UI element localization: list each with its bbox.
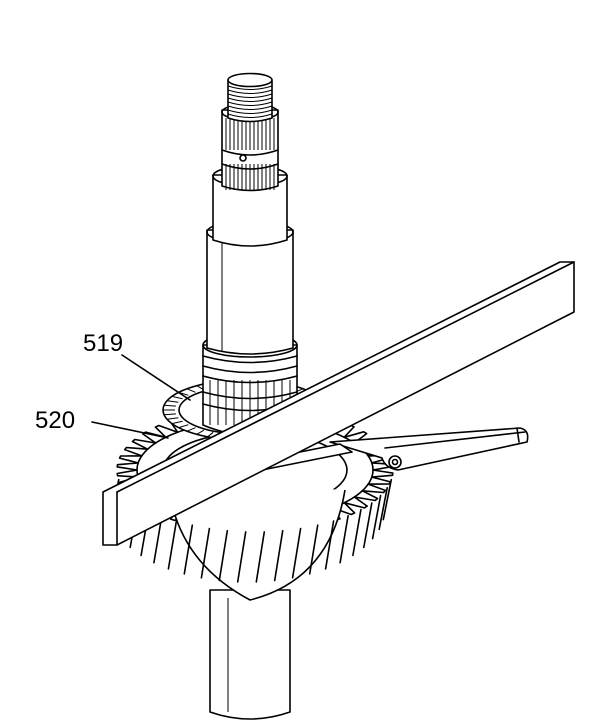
spline-groove <box>221 149 279 156</box>
callout-519-label: 519 <box>83 330 123 357</box>
thread <box>227 93 273 98</box>
gear-tooth-line <box>218 529 229 582</box>
gear-tooth-line <box>291 527 302 579</box>
lower-shaft-stub <box>209 589 291 720</box>
gear-tooth-line <box>363 502 373 549</box>
gear-tooth-line <box>382 478 393 521</box>
spline-groove <box>221 163 279 170</box>
sync-tooth <box>207 431 214 438</box>
gear-tooth-line <box>273 529 284 582</box>
sync-tooth <box>163 404 176 407</box>
thread <box>227 85 273 90</box>
callout-519-leader <box>121 354 191 401</box>
gear-tooth-line <box>378 487 388 531</box>
sync-tooth <box>171 420 183 425</box>
thread <box>227 89 273 94</box>
thread <box>227 105 273 110</box>
bearing-ridge <box>202 365 298 374</box>
sync-tooth <box>186 427 196 432</box>
gear-tooth-line <box>308 524 319 575</box>
gear-tooth-line <box>339 515 349 564</box>
sync-tooth <box>163 413 176 416</box>
callout-520-label: 520 <box>35 407 75 434</box>
gear-tooth-line <box>324 520 335 570</box>
thread <box>227 109 273 114</box>
gear-tooth-line <box>200 527 211 579</box>
main-shaft <box>202 72 298 436</box>
gear-tooth-line <box>183 524 194 575</box>
gear-tooth-line <box>236 531 247 583</box>
straightedge <box>102 261 575 546</box>
sync-tooth <box>178 424 189 429</box>
callout-519: 519 <box>83 330 191 401</box>
gear-tooth-line <box>352 508 362 557</box>
gear-tooth-line <box>371 494 382 540</box>
sync-tooth <box>171 395 183 400</box>
sync-tooth <box>166 417 179 420</box>
thread <box>227 97 273 102</box>
sync-tooth <box>186 388 196 393</box>
gear-tooth-line <box>167 520 178 570</box>
sync-tooth <box>196 429 205 435</box>
thread <box>227 101 273 106</box>
callout-520-leader <box>91 421 169 439</box>
sync-tooth <box>166 400 179 403</box>
gear-tooth-line <box>255 531 266 583</box>
thread <box>227 113 273 118</box>
callout-520: 520 <box>35 407 169 439</box>
bearing-ridge <box>202 355 298 364</box>
